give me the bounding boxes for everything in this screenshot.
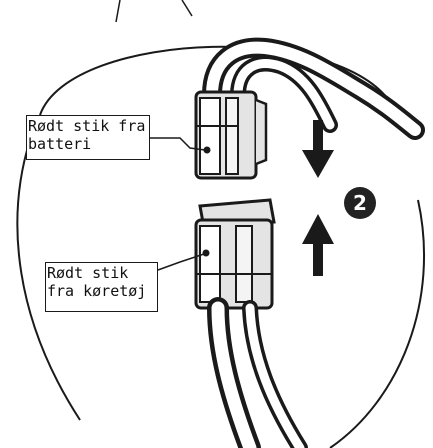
arrow-down-icon [302,120,334,178]
arrow-up-icon [302,214,334,276]
step-number-badge: 2 [344,187,376,219]
top-strap-line [115,0,193,23]
vehicle-label-line1: Rødt stik [47,264,129,282]
battery-label-line2: batteri [28,135,92,153]
battery-label-line1: Rødt stik fra [28,117,146,135]
vehicle-leader-line [157,253,205,271]
vehicle-label-line2: fra køretøj [47,282,147,300]
magnifier-circle [16,45,425,448]
battery-connector [194,90,268,180]
vehicle-connector [194,198,276,310]
vehicle-connector-label: Rødt stik fra køretøj [45,262,158,312]
battery-connector-label: Rødt stik fra batteri [26,115,150,160]
battery-leader-line [150,137,206,151]
